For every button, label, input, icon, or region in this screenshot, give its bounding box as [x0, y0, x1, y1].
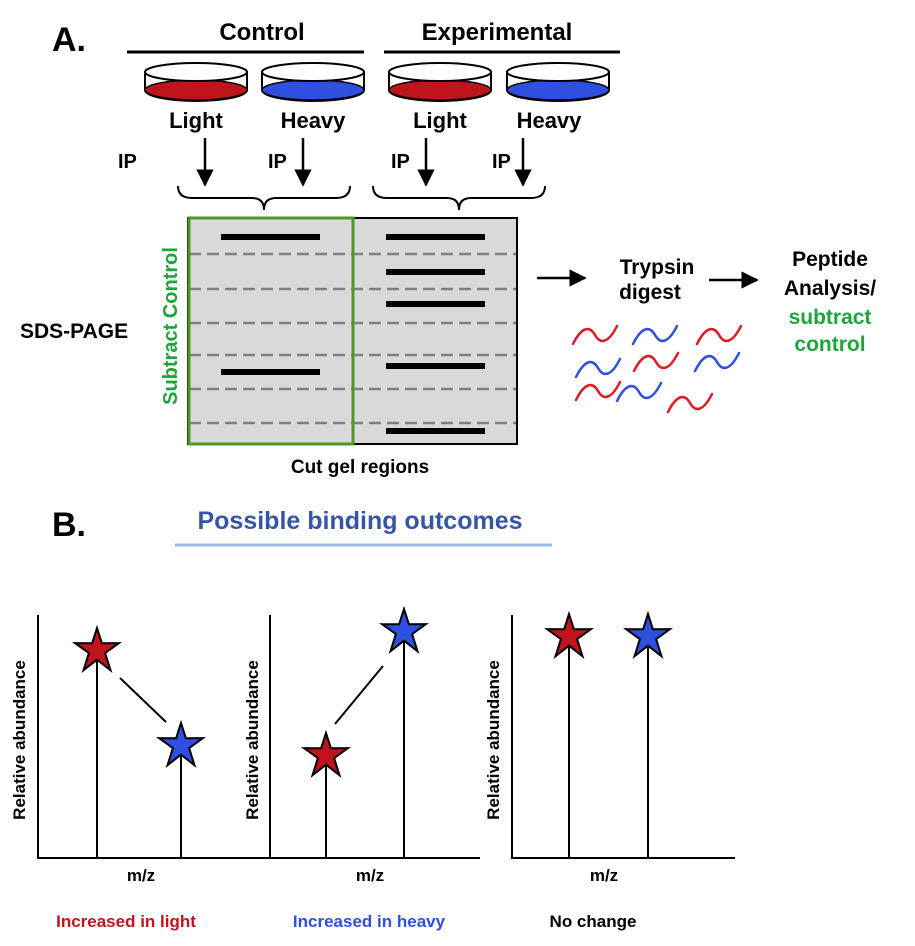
trypsin-label-2: digest: [619, 281, 681, 304]
dish-experimental-light: [388, 62, 492, 102]
label-control-heavy: Heavy: [281, 108, 347, 133]
sds-page-label: SDS-PAGE: [20, 320, 128, 343]
dish-control-light: [144, 62, 248, 102]
panel-b-label: B.: [52, 506, 86, 544]
subtract-control-box: [187, 216, 355, 446]
plot3-star-light: [543, 610, 595, 659]
label-experimental-heavy: Heavy: [517, 108, 583, 133]
control-header: Control: [219, 19, 304, 46]
plot1-ylabel: Relative abundance: [10, 660, 29, 820]
peptide-label-3: subtract: [789, 306, 872, 329]
caption-increased-heavy: Increased in heavy: [293, 912, 446, 931]
plot3-axes: [511, 615, 735, 859]
plot1-star-heavy: [155, 719, 207, 768]
plot-increased-light: Relative abundance m/z: [10, 615, 274, 885]
dish-control-heavy: [261, 62, 365, 102]
plot2-star-light: [300, 729, 352, 778]
panel-a-label: A.: [52, 21, 86, 59]
peptide-label-1: Peptide: [792, 248, 868, 271]
dish-experimental-heavy: [506, 62, 610, 102]
plot2-connector: [334, 665, 384, 725]
subtract-control-label: Subtract Control: [160, 247, 182, 405]
plot1-connector: [119, 677, 167, 723]
experimental-header: Experimental: [422, 19, 573, 46]
plot1-xlabel: m/z: [127, 866, 155, 885]
plot-no-change: Relative abundance m/z: [484, 610, 735, 885]
label-control-light: Light: [169, 108, 223, 133]
plot2-star-heavy: [378, 605, 430, 654]
plot2-xlabel: m/z: [356, 866, 384, 885]
plot2-ylabel: Relative abundance: [243, 660, 262, 820]
caption-increased-light: Increased in light: [56, 912, 196, 931]
ip-label-4: IP: [492, 151, 511, 173]
ip-label-3: IP: [391, 151, 410, 173]
caption-no-change: No change: [550, 912, 637, 931]
peptide-label-2: Analysis/: [784, 277, 876, 300]
plot2-axes: [269, 615, 480, 859]
ip-label-2: IP: [268, 151, 287, 173]
brace-control: [177, 185, 351, 211]
brace-experimental: [372, 185, 546, 211]
ip-label-1: IP: [118, 151, 137, 173]
plot3-star-heavy: [622, 610, 674, 659]
plot3-ylabel: Relative abundance: [484, 660, 503, 820]
panel-b-title: Possible binding outcomes: [197, 507, 522, 535]
peptide-label-4: control: [794, 333, 865, 356]
cut-gel-regions-label: Cut gel regions: [291, 457, 429, 478]
plot-increased-heavy: Relative abundance m/z: [243, 605, 480, 885]
label-experimental-light: Light: [413, 108, 467, 133]
plot1-axes: [37, 615, 274, 859]
trypsin-label-1: Trypsin: [620, 256, 695, 279]
plot1-star-light: [71, 624, 123, 673]
peptide-squiggles: [571, 324, 743, 414]
gel-bands: [221, 234, 485, 434]
plot3-xlabel: m/z: [590, 866, 618, 885]
